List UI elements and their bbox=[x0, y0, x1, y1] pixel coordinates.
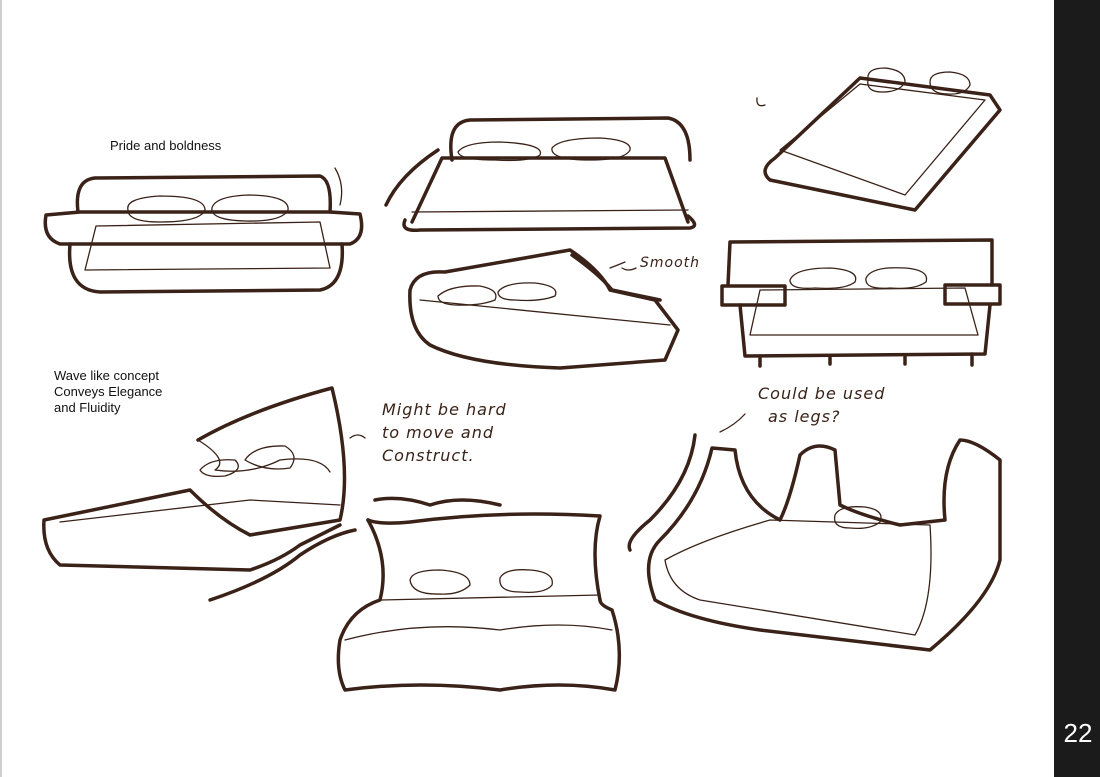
handnote-line: Could be used bbox=[758, 384, 886, 403]
note-wave-line: Conveys Elegance bbox=[54, 384, 163, 399]
handnote-line: to move and bbox=[382, 423, 495, 442]
sketch-bed-wave bbox=[42, 386, 357, 602]
sketch-bed-legs bbox=[627, 413, 1002, 652]
sketch-bed-wavy-headboard bbox=[336, 496, 622, 692]
note-wave: Wave like concept Conveys Elegance and F… bbox=[54, 368, 162, 416]
note-pride: Pride and boldness bbox=[110, 138, 222, 153]
note-wave-line: Wave like concept bbox=[54, 368, 160, 383]
squiggle-mark bbox=[349, 434, 366, 439]
handnote-line: Construct. bbox=[382, 446, 475, 465]
sketch-bed-top-right bbox=[756, 67, 1002, 212]
sketch-bed-smooth bbox=[408, 248, 680, 370]
bed-sketches bbox=[42, 67, 1002, 692]
page-side-strip bbox=[1054, 0, 1100, 777]
handnote-hard: Might be hard to move and Construct. bbox=[382, 398, 507, 467]
handnote-line: as legs? bbox=[768, 407, 841, 426]
sketch-bed-center-top bbox=[384, 116, 697, 233]
sketch-bed-headboard bbox=[720, 238, 1002, 368]
handnote-line: Might be hard bbox=[382, 400, 507, 419]
page-number: 22 bbox=[1063, 718, 1093, 748]
handnote-legs: Could be used as legs? bbox=[758, 382, 885, 428]
page-edge bbox=[0, 0, 2, 777]
sketch-bed-bold bbox=[43, 167, 364, 294]
handnote-smooth: Smooth bbox=[640, 255, 701, 271]
squiggle-mark bbox=[621, 267, 637, 271]
note-wave-line: and Fluidity bbox=[54, 400, 121, 415]
